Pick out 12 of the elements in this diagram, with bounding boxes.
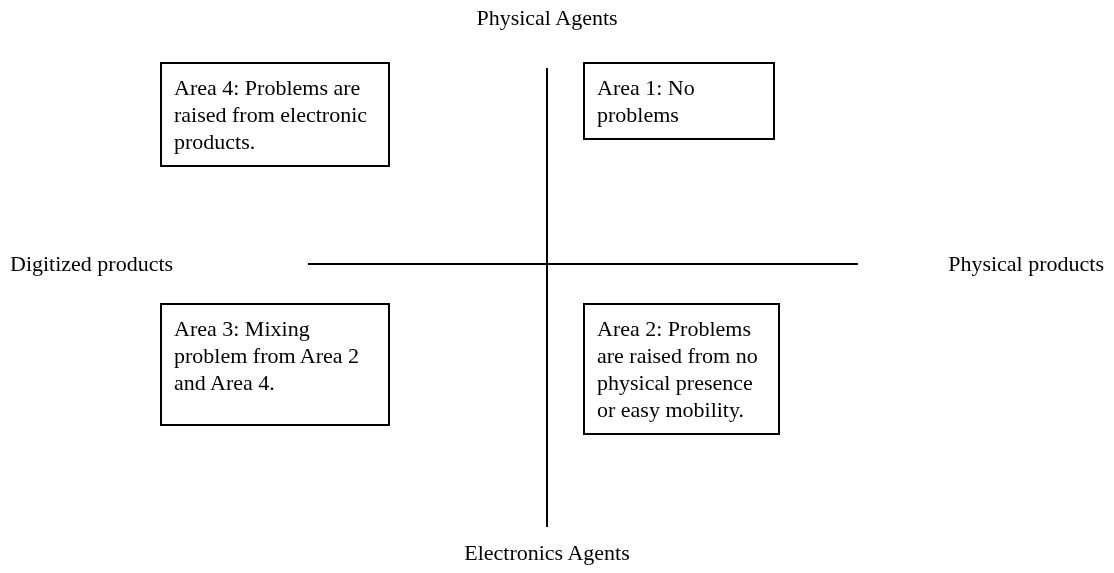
area-text: Area 4: Problems are raised from electronic products. — [174, 75, 367, 154]
axis-label: Electronics Agents — [464, 540, 630, 566]
area-box — [583, 62, 775, 140]
area-box — [160, 62, 390, 167]
area-text: Area 1: No problems — [597, 75, 695, 127]
area-text: Area 3: Mixing problem from Area 2 and Area 4. — [174, 316, 360, 395]
area-box — [160, 303, 390, 426]
area-text: Area 2: Problems are raised from no physical presence or easy mobility. — [597, 316, 758, 422]
area-box — [583, 303, 780, 435]
axis-label: Physical products — [948, 251, 1104, 277]
axis-label: Physical Agents — [476, 5, 618, 31]
axis-label: Digitized products — [10, 251, 174, 277]
